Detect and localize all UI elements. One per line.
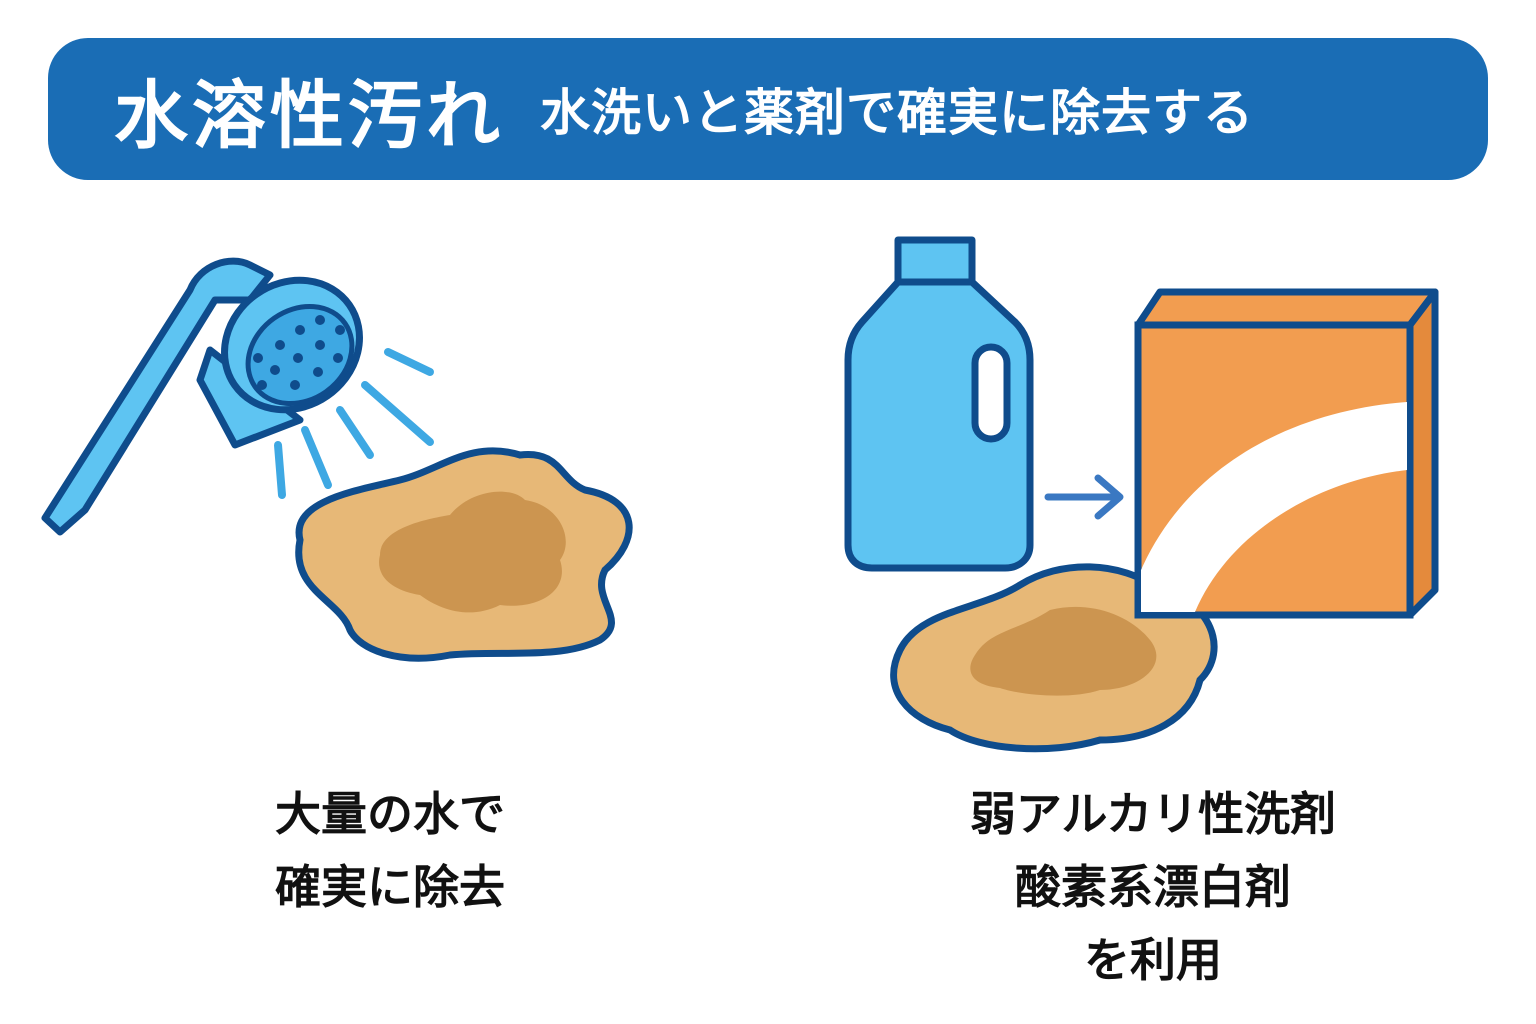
stain-left-icon bbox=[295, 447, 633, 662]
header-banner: 水溶性汚れ 水洗いと薬剤で確実に除去する bbox=[48, 38, 1488, 180]
powder-box-icon bbox=[1134, 288, 1439, 619]
caption-line: 確実に除去 bbox=[275, 860, 505, 914]
caption-line: 大量の水で bbox=[275, 787, 505, 841]
shower-caption: 大量の水で 確実に除去 bbox=[190, 778, 590, 924]
page-subtitle: 水洗いと薬剤で確実に除去する bbox=[540, 84, 1254, 142]
caption-line: 弱アルカリ性洗剤 bbox=[969, 787, 1337, 841]
shower-head-icon bbox=[41, 257, 434, 536]
stain-right-icon bbox=[890, 563, 1218, 753]
arrow-right-icon bbox=[1044, 474, 1124, 520]
detergent-caption: 弱アルカリ性洗剤 酸素系漂白剤 を利用 bbox=[900, 778, 1406, 997]
caption-line: を利用 bbox=[1084, 933, 1222, 987]
page-title: 水溶性汚れ bbox=[114, 72, 504, 159]
detergent-bottle-icon bbox=[844, 236, 1034, 572]
caption-line: 酸素系漂白剤 bbox=[1015, 860, 1291, 914]
